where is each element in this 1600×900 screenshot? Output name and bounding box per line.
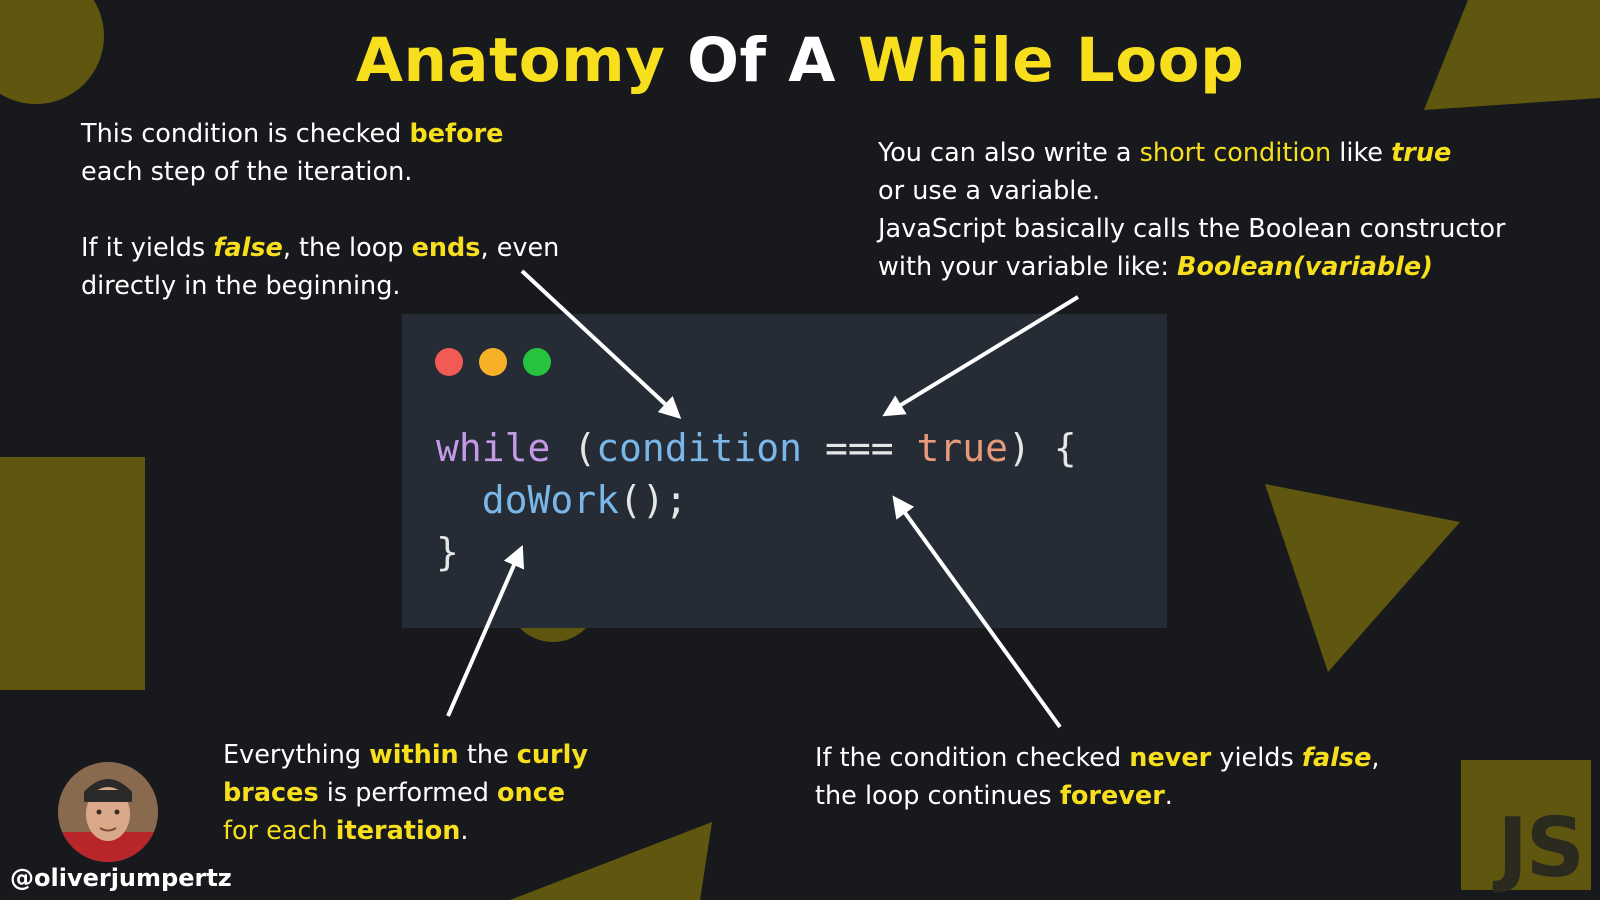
text-highlight: once xyxy=(497,778,566,808)
note-line: You can also write a short condition lik… xyxy=(878,134,1505,172)
code-literal-true: true xyxy=(916,426,1008,470)
text-highlight: Boolean(variable) xyxy=(1177,252,1433,282)
note-line-spacer xyxy=(81,191,559,229)
code-window: while (condition === true) { doWork();} xyxy=(402,314,1167,628)
avatar-portrait xyxy=(58,762,158,862)
code-line-1: while (condition === true) { xyxy=(436,422,1077,474)
note-line: the loop continues forever. xyxy=(815,777,1380,815)
text: directly in the beginning. xyxy=(81,271,401,301)
code-punct: ( xyxy=(550,426,597,470)
note-line: each step of the iteration. xyxy=(81,153,559,191)
js-logo-text: JS xyxy=(1497,801,1585,896)
shape-triangle-bottom xyxy=(510,822,712,900)
text-highlight: false xyxy=(1301,743,1372,773)
text: JavaScript basically calls the Boolean c… xyxy=(878,214,1506,244)
note-line: If the condition checked never yields fa… xyxy=(815,739,1380,777)
text: with your variable like: xyxy=(878,252,1178,282)
note-line: This condition is checked before xyxy=(81,115,559,153)
text-highlight: for each xyxy=(223,816,336,846)
text: , xyxy=(1371,743,1380,773)
code-punct: ) { xyxy=(1007,426,1077,470)
code-line-3: } xyxy=(436,526,1077,578)
note-condition-checked: This condition is checked before each st… xyxy=(81,115,559,305)
window-minimize-dot xyxy=(479,348,507,376)
text-highlight: within xyxy=(369,740,459,770)
text: each step of the iteration. xyxy=(81,157,413,187)
text-highlight: never xyxy=(1129,743,1212,773)
code-operator: === xyxy=(802,426,917,470)
code-punct: (); xyxy=(619,478,688,522)
note-line: or use a variable. xyxy=(878,172,1505,210)
text-highlight: before xyxy=(409,119,504,149)
note-line: for each iteration. xyxy=(223,812,588,850)
shape-square-left xyxy=(0,457,145,690)
text: . xyxy=(1164,781,1173,811)
code-line-2: doWork(); xyxy=(436,474,1077,526)
note-line: directly in the beginning. xyxy=(81,267,559,305)
text-highlight: false xyxy=(213,233,283,263)
shape-circle-top-left xyxy=(0,0,104,104)
text: Everything xyxy=(223,740,370,770)
window-maximize-dot xyxy=(523,348,551,376)
title-part-while-loop: While Loop xyxy=(857,25,1245,96)
text: like xyxy=(1331,138,1392,168)
page-title: Anatomy Of A While Loop xyxy=(0,30,1600,91)
js-logo-badge: JS xyxy=(1461,760,1591,896)
shape-triangle-top-right xyxy=(1424,0,1600,110)
text: is performed xyxy=(318,778,498,808)
text-highlight: iteration xyxy=(335,816,461,846)
text: , the loop xyxy=(282,233,412,263)
note-curly-braces: Everything within the curly braces is pe… xyxy=(223,736,588,850)
text: yields xyxy=(1211,743,1302,773)
text: You can also write a xyxy=(878,138,1140,168)
text-highlight: ends xyxy=(411,233,481,263)
note-line: Everything within the curly xyxy=(223,736,588,774)
text: This condition is checked xyxy=(81,119,410,149)
window-close-dot xyxy=(435,348,463,376)
code-block: while (condition === true) { doWork();} xyxy=(436,422,1077,578)
code-function-dowork: doWork xyxy=(481,478,620,522)
text: . xyxy=(460,816,469,846)
code-indent xyxy=(436,478,482,522)
text: the xyxy=(458,740,517,770)
shape-triangle-right xyxy=(1265,484,1460,672)
text-highlight: braces xyxy=(223,778,319,808)
text: If the condition checked xyxy=(815,743,1130,773)
note-infinite-loop: If the condition checked never yields fa… xyxy=(815,739,1380,815)
note-line: JavaScript basically calls the Boolean c… xyxy=(878,210,1505,248)
author-handle: @oliverjumpertz xyxy=(10,864,232,892)
note-line: braces is performed once xyxy=(223,774,588,812)
text-highlight: curly xyxy=(516,740,588,770)
title-part-anatomy: Anatomy xyxy=(355,25,666,96)
text-highlight: forever xyxy=(1059,781,1165,811)
note-line: If it yields false, the loop ends, even xyxy=(81,229,559,267)
code-closing-brace: } xyxy=(436,530,459,574)
text: If it yields xyxy=(81,233,214,263)
title-part-of-a: Of A xyxy=(665,25,858,96)
code-identifier-condition: condition xyxy=(596,426,803,470)
text: the loop continues xyxy=(815,781,1060,811)
text: or use a variable. xyxy=(878,176,1101,206)
text-highlight: short condition xyxy=(1139,138,1332,168)
text-highlight: true xyxy=(1391,138,1452,168)
note-line: with your variable like: Boolean(variabl… xyxy=(878,248,1505,286)
note-short-condition: You can also write a short condition lik… xyxy=(878,134,1505,286)
code-keyword-while: while xyxy=(436,426,551,470)
author-avatar xyxy=(58,762,158,862)
text: , even xyxy=(480,233,560,263)
